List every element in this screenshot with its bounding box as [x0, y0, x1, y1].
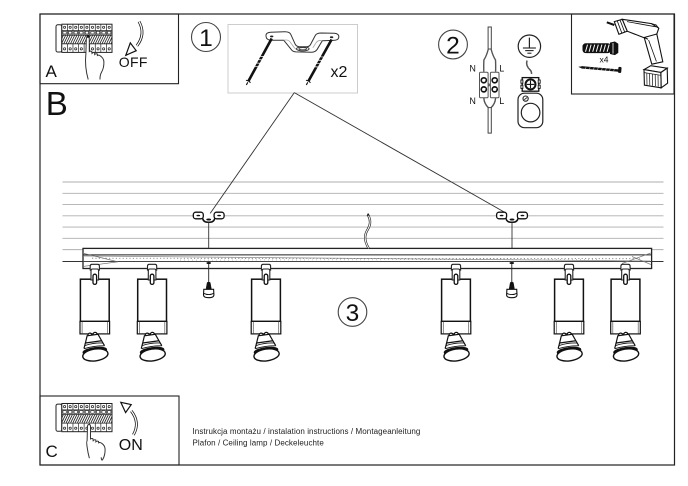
- svg-text:L: L: [499, 64, 504, 74]
- svg-text:1: 1: [199, 25, 213, 52]
- svg-text:x4: x4: [600, 55, 609, 65]
- svg-text:C: C: [46, 442, 58, 461]
- svg-text:OFF: OFF: [119, 54, 148, 70]
- svg-text:L: L: [499, 96, 504, 106]
- svg-text:N: N: [469, 64, 476, 74]
- svg-text:2: 2: [446, 32, 460, 59]
- svg-text:B: B: [46, 85, 68, 122]
- svg-text:3: 3: [346, 300, 360, 327]
- svg-text:Plafon / Ceiling lamp / Deckel: Plafon / Ceiling lamp / Deckeleuchte: [193, 439, 325, 448]
- svg-text:ON: ON: [119, 437, 143, 454]
- svg-text:N: N: [469, 96, 476, 106]
- svg-text:x2: x2: [331, 64, 348, 81]
- svg-text:Instrukcja montażu / instalati: Instrukcja montażu / instalation instruc…: [193, 427, 421, 436]
- svg-text:A: A: [46, 62, 58, 81]
